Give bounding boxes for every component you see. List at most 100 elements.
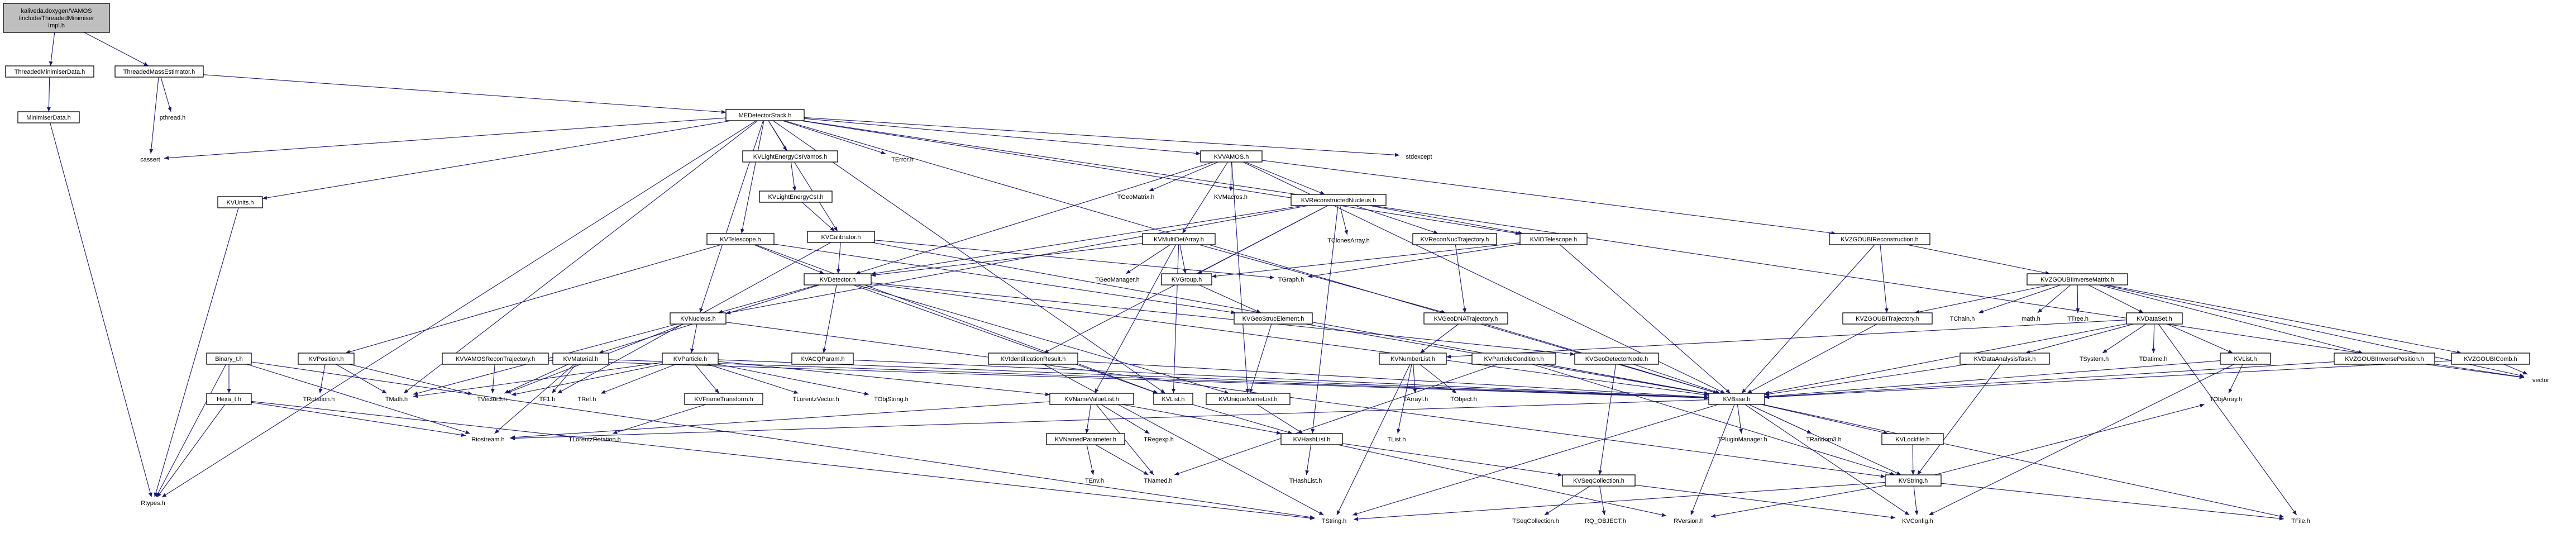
node-label: RQ_OBJECT.h — [1585, 518, 1626, 525]
node-kvlist[interactable]: KVList.h — [2220, 353, 2271, 365]
node-binary[interactable]: Binary_t.h — [206, 353, 252, 365]
node-tarray: TArrayI.h — [1403, 396, 1428, 403]
arrowhead — [552, 388, 557, 393]
node-kvvamos[interactable]: KVVAMOS.h — [1200, 150, 1263, 163]
edge-telescope-to-detector — [753, 244, 825, 274]
arrowhead — [1320, 191, 1325, 195]
node-box — [988, 353, 1078, 365]
node-label: TVector3.h — [477, 396, 506, 403]
node-zgoubirec[interactable]: KVZGOUBIReconstruction.h — [1829, 233, 1930, 245]
edge-zgoubiinv-to-zgoubicomb — [2106, 284, 2462, 354]
node-calib[interactable]: KVCalibrator.h — [807, 231, 875, 243]
edge-mds-to-telescope — [741, 120, 764, 234]
node-dataanalysis[interactable]: KVDataAnalysisTask.h — [1960, 353, 2050, 365]
node-position[interactable]: KVPosition.h — [298, 353, 355, 365]
node-mds[interactable]: MEDetectorStack.h — [725, 109, 805, 121]
edge-telescope-to-kvlisth — [755, 244, 1159, 394]
edge-seqcollection-to-rqobject — [1599, 485, 1605, 516]
node-frametransform[interactable]: KVFrameTransform.h — [684, 393, 763, 405]
edge-geostruct-to-uniquenamelist — [1249, 323, 1272, 394]
node-namedparam[interactable]: KVNamedParameter.h — [1046, 433, 1125, 445]
node-root[interactable]: kaliveda.doxygen/VAMOS/include/ThreadedM… — [3, 3, 110, 33]
node-box — [684, 393, 763, 405]
node-idresult[interactable]: KVIdentificationResult.h — [988, 353, 1078, 365]
node-recnuctraj[interactable]: KVReconNucTrajectory.h — [1412, 233, 1497, 245]
node-zgoubiinv[interactable]: KVZGOUBIInverseMatrix.h — [2027, 273, 2128, 285]
arrowhead — [1929, 511, 1934, 515]
node-kvunits[interactable]: KVUnits.h — [217, 196, 263, 208]
arrowhead — [1544, 511, 1550, 515]
edge-position-to-trotation — [319, 364, 326, 394]
node-lightgas[interactable]: KVLightEnergyCsIVamos.h — [742, 150, 838, 163]
arrowhead — [1720, 389, 1726, 393]
edge-position-to-tmath — [336, 364, 387, 394]
edge-dataanalysis-to-kvstring — [1917, 364, 2001, 475]
node-numberlist[interactable]: KVNumberList.h — [1379, 353, 1447, 365]
node-idtel[interactable]: KVIDTelescope.h — [1519, 233, 1588, 245]
node-vamosrecontraj[interactable]: KVVAMOSReconTrajectory.h — [442, 353, 549, 365]
node-label: KVDetector.h — [820, 277, 856, 283]
edge-zgoubicomb-to-kvbase — [1764, 360, 2452, 398]
node-box — [1562, 474, 1636, 487]
node-dataset[interactable]: KVDataSet.h — [2126, 312, 2183, 325]
node-label: Riostream.h — [471, 436, 504, 443]
node-geostruct[interactable]: KVGeoStrucElement.h — [1234, 312, 1313, 325]
node-hexa[interactable]: Hexa_t.h — [206, 393, 252, 405]
arrowhead — [262, 196, 267, 200]
node-md[interactable]: MinimiserData.h — [17, 111, 80, 123]
node-tme[interactable]: ThreadedMassEstimator.h — [114, 65, 204, 78]
node-kvbase[interactable]: KVBase.h — [1708, 393, 1765, 405]
node-detector[interactable]: KVDetector.h — [804, 273, 872, 285]
node-multidet[interactable]: KVMultiDetArray.h — [1142, 233, 1216, 245]
node-rqobject: RQ_OBJECT.h — [1585, 518, 1626, 525]
node-telescope[interactable]: KVTelescope.h — [706, 233, 775, 245]
node-partcond[interactable]: KVParticleCondition.h — [1471, 353, 1556, 365]
edge-kvvamos-to-zgoubirec — [1261, 160, 1836, 234]
node-material[interactable]: KVMaterial.h — [552, 353, 609, 365]
node-seqcollection[interactable]: KVSeqCollection.h — [1562, 474, 1636, 487]
node-box — [17, 111, 80, 123]
node-uniquenamelist[interactable]: KVUniqueNameList.h — [1206, 393, 1291, 405]
arrowhead — [1661, 513, 1666, 517]
edge-kvbase-to-locfile — [1761, 404, 1889, 434]
arrowhead — [381, 389, 387, 393]
node-recnuc[interactable]: KVReconstructedNucleus.h — [1291, 194, 1387, 206]
arrowhead — [318, 388, 323, 393]
arrowhead — [1433, 230, 1438, 234]
arrowhead — [1182, 228, 1187, 234]
node-zgoubiinvpos[interactable]: KVZGOUBIInversePosition.h — [2334, 353, 2435, 365]
node-label: TLorentzRotation.h — [568, 436, 621, 443]
arrowhead — [1420, 349, 1425, 353]
node-label: KVNucleus.h — [680, 316, 716, 322]
node-tmd[interactable]: ThreadedMinimiserData.h — [5, 65, 94, 78]
node-label: KVUniqueNameList.h — [1218, 396, 1277, 403]
edge-seqcollection-to-tseqcollection — [1544, 485, 1590, 516]
edge-namevaluelist-to-hashlist — [1122, 404, 1282, 434]
node-geodetnode[interactable]: KVGeoDetectorNode.h — [1574, 353, 1659, 365]
node-lightcsi[interactable]: KVLightEnergyCsI.h — [759, 191, 833, 203]
node-label: THashList.h — [1289, 478, 1322, 484]
edge-mds-to-vector — [802, 120, 2525, 378]
node-group[interactable]: KVGroup.h — [1161, 273, 1212, 285]
arrowhead — [1704, 395, 1709, 399]
node-acqparam[interactable]: KVACQParam.h — [791, 353, 854, 365]
node-kvstring[interactable]: KVString.h — [1885, 474, 1942, 487]
edge-partcond-to-tnamed — [1174, 364, 1498, 475]
node-nucleus[interactable]: KVNucleus.h — [670, 312, 727, 325]
node-locfile[interactable]: KVLockfile.h — [1881, 433, 1944, 445]
node-zgoubicomb[interactable]: KVZGOUBIComb.h — [2451, 353, 2530, 365]
node-particle[interactable]: KVParticle.h — [662, 353, 719, 365]
node-hashlist[interactable]: KVHashList.h — [1280, 433, 1343, 445]
node-label: TSystem.h — [2080, 356, 2109, 363]
node-geodnatraj[interactable]: KVGeoDNATrajectory.h — [1423, 312, 1508, 325]
node-label: TList.h — [1387, 436, 1406, 443]
edge-geodetnode-to-seqcollection — [1599, 364, 1617, 475]
edge-md-to-rtypes — [50, 122, 152, 498]
node-kvlisth[interactable]: KVList.h — [1153, 393, 1193, 405]
node-label: cassert — [140, 156, 160, 163]
node-ttree: TTree.h — [2067, 316, 2088, 322]
node-box — [442, 353, 549, 365]
edge-zgoubirec-to-kvbase — [1741, 244, 1875, 394]
node-namevaluelist[interactable]: KVNameValueList.h — [1049, 393, 1134, 405]
node-zgoubitraj[interactable]: KVZGOUBITrajectory.h — [1842, 312, 1933, 325]
